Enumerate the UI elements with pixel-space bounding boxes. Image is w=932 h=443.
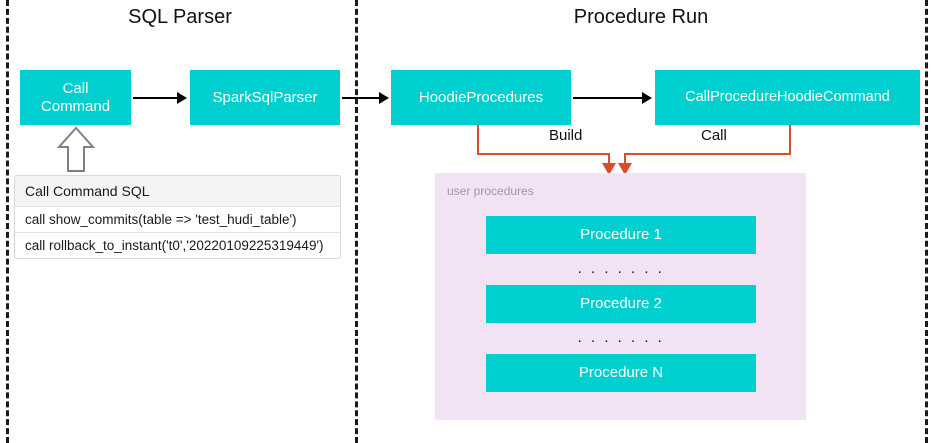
- box-call-procedure-hoodie-command-label: CallProcedureHoodieCommand: [685, 89, 890, 106]
- box-spark-sql-parser-label: SparkSqlParser: [212, 88, 318, 106]
- sql-table-header: Call Command SQL: [15, 176, 340, 207]
- call-command-sql-table: Call Command SQL call show_commits(table…: [14, 175, 341, 259]
- box-procedure-n[interactable]: Procedure N: [486, 354, 756, 392]
- connector-label-call: Call: [695, 127, 733, 144]
- call-connector-arrow-head: [618, 163, 632, 175]
- divider-middle: [355, 0, 358, 443]
- call-connector-vertical-right: [789, 125, 791, 155]
- divider-left: [6, 0, 9, 443]
- build-connector-vertical-down: [608, 153, 610, 166]
- divider-right: [925, 0, 928, 443]
- build-connector-arrow-head: [602, 163, 616, 175]
- sql-table-row: call rollback_to_instant('t0','202201092…: [15, 233, 340, 258]
- box-procedure-n-label: Procedure N: [578, 364, 664, 382]
- user-procedures-panel-label: user procedures: [447, 184, 534, 198]
- sql-table-row: call show_commits(table => 'test_hudi_ta…: [15, 207, 340, 233]
- call-connector-horizontal: [624, 153, 791, 155]
- box-procedure-2[interactable]: Procedure 2: [486, 285, 756, 323]
- arrow-spark-parser-to-hoodie-procedures-head: [379, 92, 389, 104]
- call-connector-vertical-down: [624, 153, 626, 166]
- arrow-hoodie-procedures-to-call-procedure-line: [573, 97, 643, 99]
- procedure-ellipsis: . . . . . . .: [577, 329, 665, 346]
- build-connector-horizontal: [477, 153, 610, 155]
- box-hoodie-procedures[interactable]: HoodieProcedures: [391, 70, 571, 125]
- box-call-command[interactable]: Call Command: [20, 70, 131, 125]
- box-spark-sql-parser[interactable]: SparkSqlParser: [190, 70, 340, 125]
- box-call-procedure-hoodie-command[interactable]: CallProcedureHoodieCommand: [655, 70, 920, 125]
- build-connector-vertical-left: [477, 125, 479, 155]
- box-procedure-1-label: Procedure 1: [580, 226, 662, 244]
- arrow-call-command-to-spark-parser-head: [177, 92, 187, 104]
- procedure-ellipsis: . . . . . . .: [577, 260, 665, 277]
- section-title-sql-parser: SQL Parser: [128, 6, 232, 28]
- connector-label-build: Build: [543, 127, 589, 144]
- arrow-spark-parser-to-hoodie-procedures-line: [342, 97, 380, 99]
- box-hoodie-procedures-label: HoodieProcedures: [418, 88, 544, 106]
- section-title-procedure-run: Procedure Run: [573, 6, 709, 28]
- arrow-call-command-to-spark-parser-line: [133, 97, 178, 99]
- box-procedure-2-label: Procedure 2: [580, 295, 662, 313]
- arrow-hoodie-procedures-to-call-procedure-head: [642, 92, 652, 104]
- box-call-command-line1: Call: [62, 80, 89, 98]
- box-procedure-1[interactable]: Procedure 1: [486, 216, 756, 254]
- block-arrow-up-icon: [56, 126, 96, 179]
- box-call-command-line2: Command: [40, 97, 111, 115]
